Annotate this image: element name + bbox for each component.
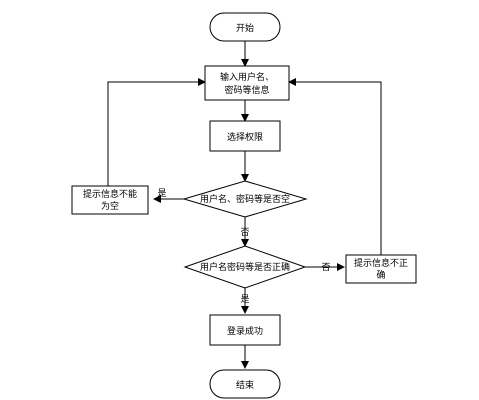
input-process-box: 输入用户名、 密码等信息 <box>204 65 290 101</box>
check-empty-decision: 用户名、密码等是否空 <box>182 180 308 218</box>
end-terminal: 结束 <box>209 369 281 399</box>
select-permission-box: 选择权限 <box>209 120 281 152</box>
login-success-box: 登录成功 <box>209 314 281 346</box>
prompt-empty-line1: 提示信息不能 <box>83 188 137 200</box>
label-no-empty: 否 <box>240 227 249 238</box>
prompt-empty-box: 提示信息不能 为空 <box>71 185 149 215</box>
label-no-correct: 否 <box>321 262 330 273</box>
prompt-incorrect-box: 提示信息不正 确 <box>345 254 417 284</box>
select-permission-label: 选择权限 <box>227 131 263 143</box>
check-correct-decision: 用户名密码等是否正确 <box>183 245 307 289</box>
start-terminal: 开始 <box>209 12 281 42</box>
input-label-line1: 输入用户名、 <box>220 71 274 83</box>
start-label: 开始 <box>236 22 254 34</box>
arrow-prompt-incorrect-to-input <box>288 78 382 255</box>
label-yes-empty: 是 <box>157 188 166 199</box>
end-label: 结束 <box>236 379 254 391</box>
login-success-label: 登录成功 <box>227 325 263 337</box>
label-yes-correct: 是 <box>240 294 249 305</box>
check-empty-label: 用户名、密码等是否空 <box>200 193 290 205</box>
prompt-incorrect-line2: 确 <box>376 269 385 281</box>
check-correct-label: 用户名密码等是否正确 <box>200 261 290 273</box>
prompt-empty-line2: 为空 <box>101 200 119 212</box>
input-label-line2: 密码等信息 <box>224 84 269 96</box>
prompt-incorrect-line1: 提示信息不正 <box>354 257 408 269</box>
arrow-prompt-empty-to-input <box>107 78 206 186</box>
